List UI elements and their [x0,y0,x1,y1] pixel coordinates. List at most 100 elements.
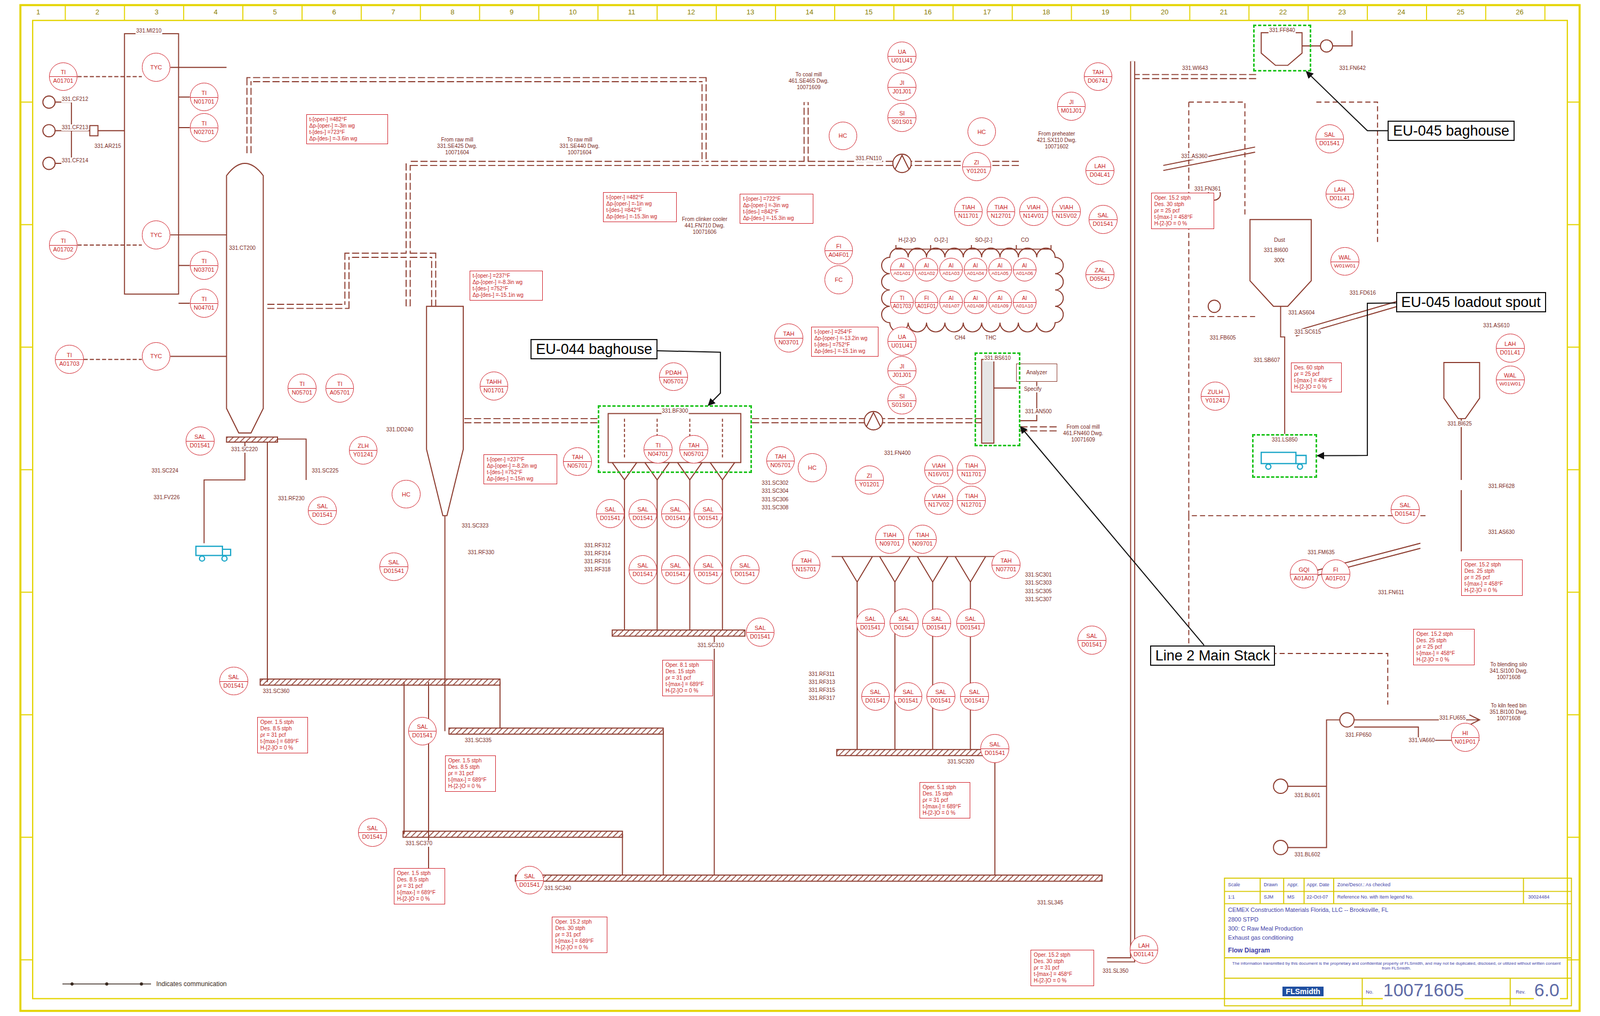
instrument-tag: A01F01 [917,303,937,310]
instrument-tag: N03701 [778,338,800,346]
design-data-line: H-[2-]O = 0 % [1154,220,1212,227]
title-block-text: MS [1286,893,1296,900]
instrument-tag: N12701 [990,212,1012,219]
instrument-bubble: TIN03701 [189,250,219,280]
instrument-tag: TYC [150,231,163,239]
title-block-text: 2800 STPD [1227,915,1259,923]
instrument-bubble: TAHN07701 [991,550,1021,580]
instrument-tag: SAL [969,688,981,695]
drawing-number: 6.0 [1533,978,1560,1001]
instrument-bubble: AIA01A05 [988,257,1012,282]
design-data-box: t-[oper-] =254°FΔp-[oper-] =-13.2in wgt-… [811,326,879,357]
instrument-tag: D01541 [664,514,686,521]
equipment-tag: 331.RF330 [467,549,495,556]
equipment-tag: 331.CF212 [61,96,89,103]
instrument-bubble: SALD01541 [515,865,545,895]
instrument-tag: Y01201 [859,480,880,488]
grid-number: 25 [1455,8,1465,17]
equipment-tag: 331.FN611 [1377,589,1405,596]
instrument-tag: FI [924,295,930,302]
instrument-tag: SAL [194,433,206,440]
callout-leader [1306,71,1389,131]
instrument-tag: A01A06 [1016,270,1034,277]
instrument-bubble: AIA01A09 [988,290,1012,314]
design-data-line: ρr = 31 pcf [555,931,604,938]
instrument-tag: Y01201 [966,167,987,174]
instrument-tag: TI [337,380,343,387]
equipment-tag: From raw mill 331.SE425 Dwg. 10071604 [433,136,481,156]
equipment-tag: 331.FV226 [153,494,181,501]
design-data-line: Δp-[des-] =-15.3in wg [742,215,811,222]
instrument-bubble: SALD01541 [730,555,760,584]
title-block-text: No. [1365,988,1374,995]
instrument-bubble: WALW01W01 [1495,365,1525,395]
design-data-line: t-[max-] = 689°F [397,889,442,896]
instrument-tag: UA [898,333,907,340]
instrument-bubble: ZLHY01241 [349,436,378,465]
instrument-bubble: AIA01A03 [939,257,963,282]
equipment-tag: 331.AS630 [1487,528,1516,536]
equipment-tag: 331.SB607 [1253,357,1281,364]
instrument-tag: TI [201,257,208,265]
instrument-bubble: HC [828,121,858,151]
design-data-line: Oper. 5.1 stph [922,783,968,791]
grid-number: 20 [1160,8,1169,17]
equipment-tag: 331.CF214 [61,157,89,164]
instrument-bubble: SALD01541 [661,498,691,528]
design-data-line: t-[oper-] =237°F [486,456,554,463]
instrument-tag: SAL [669,561,681,569]
design-data-line: ρr = 31 pcf [1033,964,1091,971]
design-data-line: t-[des-] =752°F [472,285,541,292]
callout-box: EU-044 baghouse [530,338,658,360]
instrument-tag: N11701 [961,470,982,478]
design-data-line: t-[oper-] =482°F [606,194,674,201]
grid-number: 3 [154,8,160,17]
drawing-number: 10071605 [1382,978,1465,1001]
instrument-tag: D01541 [599,514,621,521]
equipment-tag: 331.CT200 [228,244,256,252]
instrument-bubble: LAHD01L41 [1325,179,1355,209]
instrument-tag: SAL [388,558,400,566]
instrument-bubble: VIAHN14V01 [1019,196,1049,226]
instrument-tag: TAH [1000,557,1012,564]
design-data-line: Oper. 8.1 stph [665,661,711,669]
instrument-bubble: AIA01A08 [963,290,988,314]
callout-text: Line 2 Main Stack [1155,646,1271,664]
equipment-tag: 331.SL350 [1102,967,1129,974]
instrument-bubble: VIAHN16V01 [924,455,954,485]
instrument-tag: AI [948,262,954,269]
instrument-bubble: HC [391,479,421,509]
instrument-bubble: AIA01A02 [914,257,939,282]
instrument-bubble: HIN01P01 [1451,722,1480,752]
instrument-tag: GQI [1298,566,1310,573]
design-data-line: t-[des-] =723°F [309,129,385,136]
equipment-tag: 331.RF311 [808,670,836,678]
grid-number: 4 [213,8,219,17]
equipment-tag: 331.FM635 [1307,549,1336,556]
instrument-tag: N15V02 [1055,212,1077,219]
instrument-tag: TIAH [883,531,897,538]
instrument-bubble: VIAHN17V02 [924,485,954,515]
analyzer-box: Analyzer [1016,363,1057,382]
instrument-bubble: SALD01541 [1077,625,1107,655]
equipment-tag: 331.SC306 [761,496,789,503]
instrument-bubble: TYC [141,342,171,371]
equipment-tag: 331.BL601 [1293,791,1321,799]
design-data-line: H-[2-]O = 0 % [1464,587,1520,594]
instrument-bubble: SALD01541 [889,608,919,638]
instrument-bubble: TIA01703 [890,290,914,314]
instrument-tag: D01541 [860,623,882,631]
instrument-tag: D01541 [632,570,654,577]
design-data-line: Δp-[des-] =-15in wg [486,475,554,482]
instrument-tag: ZLH [357,442,369,449]
instrument-bubble: TIAHN12701 [986,196,1016,226]
instrument-tag: D04L41 [1089,171,1111,178]
design-data-line: Des. 25 stph [1464,567,1520,575]
instrument-bubble: SALD01541 [856,608,885,638]
instrument-bubble: ZALD05541 [1085,260,1115,290]
instrument-tag: N07701 [995,565,1017,573]
instrument-bubble: TIAHN11701 [956,455,986,485]
callout-text: EU-045 baghouse [1392,122,1510,140]
equipment-tag: 300t [1273,257,1285,264]
